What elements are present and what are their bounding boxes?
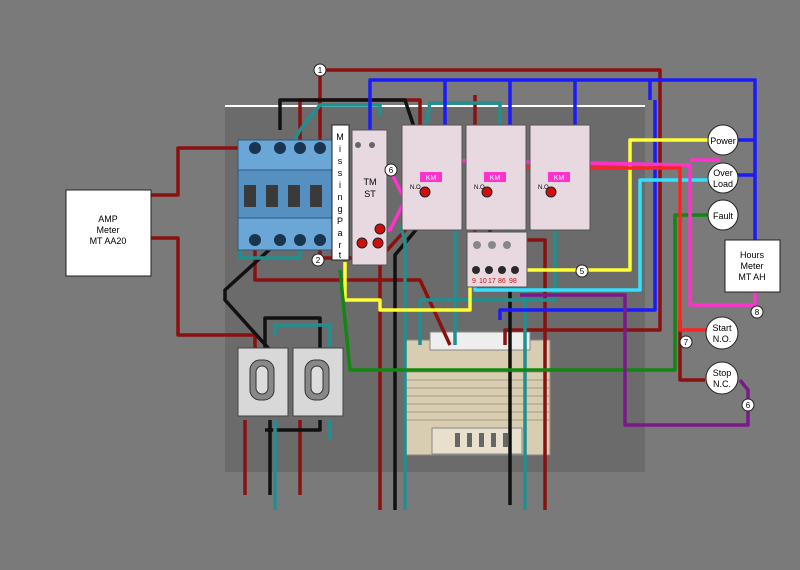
missing-part-letter: g — [337, 204, 342, 214]
hours-meter: Hours Meter MT AH — [724, 239, 781, 293]
hours-meter-label-1: Hours — [740, 250, 765, 260]
amp-meter-label-2: Meter — [96, 225, 119, 235]
missing-part-letter: s — [338, 168, 343, 178]
marker-2: 2 — [316, 256, 321, 265]
missing-part-letter: r — [339, 240, 342, 250]
power-indicator: Power — [707, 124, 739, 156]
marker-6: 6 — [746, 401, 751, 410]
disconnect-switch-1 — [237, 347, 289, 417]
contactor-2: KM N.O. — [465, 124, 527, 231]
contactor-3-sub: N.O. — [538, 185, 551, 191]
amp-meter: AMP Meter MT AA20 — [65, 189, 152, 277]
contactor-3-label: KM — [554, 175, 565, 182]
tmst-timer-relay: TM ST — [351, 129, 388, 266]
marker-1: 1 — [318, 66, 323, 75]
contactor-2-sub: N.O. — [474, 185, 487, 191]
tmst-label-2: ST — [364, 189, 376, 199]
amp-meter-label-1: AMP — [98, 214, 118, 224]
missing-part-module: M i s s i n g P a r t — [331, 124, 350, 261]
overload-label-2: Load — [713, 179, 733, 189]
disconnect-switch-2 — [292, 347, 344, 417]
power-label: Power — [710, 136, 736, 146]
stop-label-2: N.C. — [713, 379, 731, 389]
terminal-number: 9 — [472, 278, 476, 285]
start-button: Start N.O. — [705, 316, 739, 350]
missing-part-letter: P — [337, 216, 343, 226]
transformer — [404, 331, 551, 456]
circuit-breaker-block — [237, 139, 334, 251]
missing-part-letter: n — [337, 192, 342, 202]
missing-part-letter: i — [339, 144, 341, 154]
contactor-2-label: KM — [490, 175, 501, 182]
overload-relay: 9 10 17 86 98 — [466, 231, 528, 288]
start-label-1: Start — [712, 323, 732, 333]
terminal-number: 98 — [509, 278, 517, 285]
terminal-number: 10 — [479, 278, 487, 285]
overload-indicator: Over Load — [707, 162, 739, 194]
fault-indicator: Fault — [707, 199, 739, 231]
overload-relay-body — [466, 231, 528, 288]
missing-part-box — [331, 124, 350, 261]
stop-label-1: Stop — [713, 368, 732, 378]
missing-part-letter: s — [338, 156, 343, 166]
contactor-3: KM N.O. — [529, 124, 591, 231]
hours-meter-box — [724, 239, 781, 293]
contactor-1-sub: N.O. — [410, 185, 423, 191]
hours-meter-label-3: MT AH — [738, 272, 765, 282]
missing-part-letter: a — [337, 228, 342, 238]
hours-meter-label-2: Meter — [740, 261, 763, 271]
fault-label: Fault — [713, 211, 734, 221]
terminal-number: 17 — [488, 278, 496, 285]
marker-8: 8 — [755, 308, 760, 317]
amp-meter-box — [65, 189, 152, 277]
contactor-1: KM N.O. — [401, 124, 463, 231]
missing-part-letter: M — [336, 132, 344, 142]
marker-5: 5 — [580, 267, 585, 276]
contactor-1-label: KM — [426, 175, 437, 182]
stop-button: Stop N.C. — [705, 361, 739, 395]
start-label-2: N.O. — [713, 334, 732, 344]
wire-markers: 1 2 5 6 6 7 8 — [311, 63, 764, 412]
marker-7: 7 — [684, 338, 689, 347]
amp-meter-label-3: MT AA20 — [90, 236, 127, 246]
missing-part-letter: i — [339, 180, 341, 190]
missing-part-letter: t — [339, 250, 342, 260]
marker-6: 6 — [389, 166, 394, 175]
tmst-label-1: TM — [364, 177, 377, 187]
overload-label-1: Over — [713, 168, 733, 178]
terminal-number: 86 — [498, 278, 506, 285]
